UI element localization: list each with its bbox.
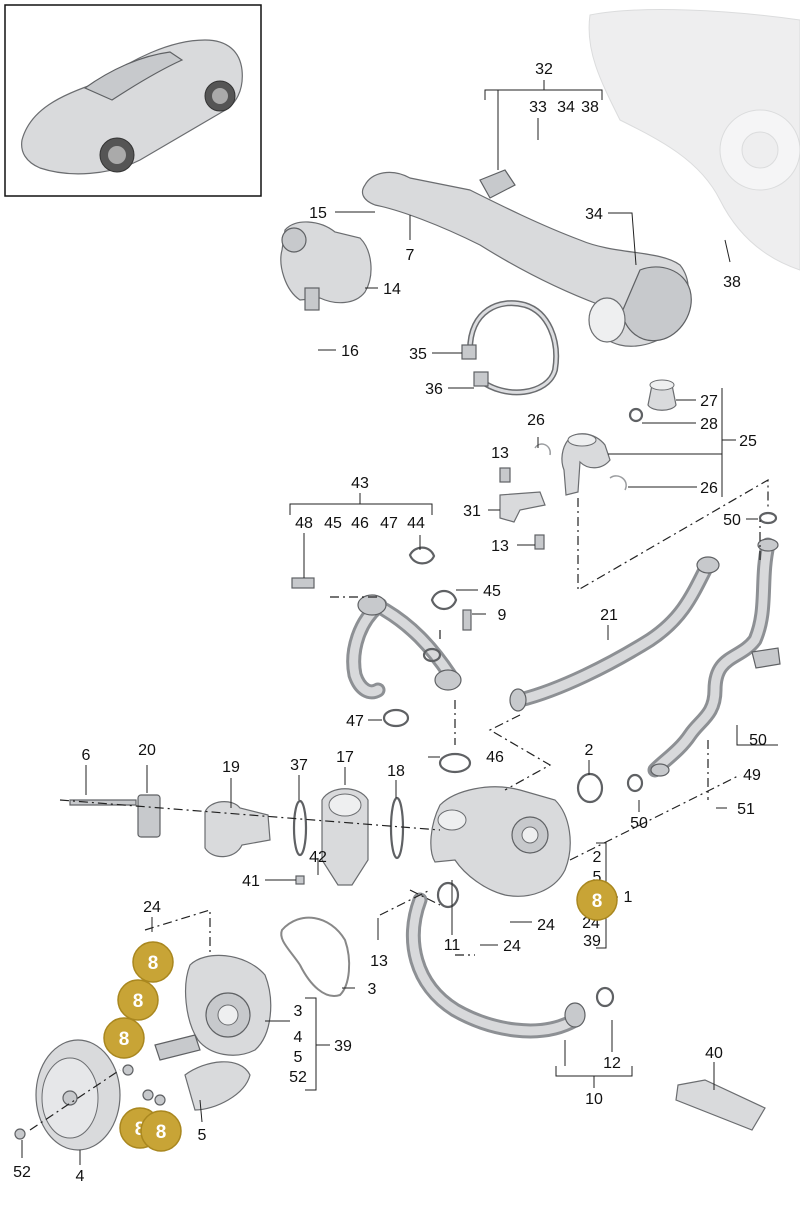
label-21: 21 xyxy=(600,607,618,624)
label-11: 11 xyxy=(444,937,461,954)
water-pump-pulley[interactable] xyxy=(14,1039,121,1151)
label-4: 4 xyxy=(76,1168,85,1185)
thermostat-assembly[interactable] xyxy=(69,788,405,886)
label-46: 46 xyxy=(486,749,504,766)
coolant-distribution-pipe[interactable] xyxy=(361,169,692,347)
coolant-hose-21[interactable] xyxy=(509,556,720,712)
label-45: 45 xyxy=(483,583,501,600)
label-48: 48 xyxy=(295,515,313,532)
label-24-left: 24 xyxy=(143,899,161,916)
label-26-bottom: 26 xyxy=(700,480,718,497)
badge-1-text: 8 xyxy=(592,891,603,912)
label-49: 49 xyxy=(743,767,761,784)
label-5: 5 xyxy=(198,1127,207,1144)
label-13-bottom: 13 xyxy=(370,953,388,970)
badge-3[interactable]: 8 xyxy=(117,979,159,1021)
label-32: 32 xyxy=(535,61,553,78)
label-38: 38 xyxy=(581,99,599,116)
label-41: 41 xyxy=(242,873,260,890)
label-7: 7 xyxy=(406,247,415,264)
water-pump[interactable] xyxy=(122,916,351,1111)
label-36: 36 xyxy=(425,381,443,398)
coolant-hose-10[interactable] xyxy=(406,881,615,1039)
label-2-group: 2 xyxy=(593,849,602,866)
pipe-bracket[interactable] xyxy=(461,300,560,396)
label-9: 9 xyxy=(498,607,507,624)
small-bracket[interactable] xyxy=(499,467,546,550)
leader-lines xyxy=(21,80,778,1165)
badge-6[interactable]: 8 xyxy=(140,1110,182,1152)
label-27: 27 xyxy=(700,393,718,410)
label-25: 25 xyxy=(739,433,757,450)
badge-3-text: 8 xyxy=(133,991,144,1012)
label-26-top: 26 xyxy=(527,412,545,429)
label-47-group: 47 xyxy=(380,515,398,532)
badge-2-text: 8 xyxy=(148,953,159,974)
label-24-bottom: 24 xyxy=(503,938,521,955)
label-38-right: 38 xyxy=(723,274,741,291)
label-42: 42 xyxy=(309,849,327,866)
badge-1[interactable]: 8 xyxy=(576,879,618,921)
label-15: 15 xyxy=(309,205,327,222)
label-19: 19 xyxy=(222,759,240,776)
label-50-bottom: 50 xyxy=(630,815,648,832)
label-13-top: 13 xyxy=(491,445,509,462)
label-52-group: 52 xyxy=(289,1069,307,1086)
label-6: 6 xyxy=(82,747,91,764)
label-4-group: 4 xyxy=(294,1029,303,1046)
water-pump-housing[interactable] xyxy=(430,752,604,897)
badge-4[interactable]: 8 xyxy=(103,1017,145,1059)
label-12: 12 xyxy=(603,1055,621,1072)
badge-5-text: 8 xyxy=(135,1119,146,1140)
special-tool[interactable] xyxy=(675,1079,766,1131)
label-3-gasket: 3 xyxy=(368,981,377,998)
label-39-group: 39 xyxy=(583,933,601,950)
label-18: 18 xyxy=(387,763,405,780)
label-34-right: 34 xyxy=(585,206,603,223)
label-28: 28 xyxy=(700,416,718,433)
label-46-group: 46 xyxy=(351,515,369,532)
label-35: 35 xyxy=(409,346,427,363)
label-50-right: 50 xyxy=(749,732,767,749)
label-3-group: 3 xyxy=(294,1003,303,1020)
label-40: 40 xyxy=(705,1045,723,1062)
label-5-group: 5 xyxy=(593,869,602,886)
label-17: 17 xyxy=(336,749,354,766)
label-10: 10 xyxy=(585,1091,603,1108)
label-2-top: 2 xyxy=(585,742,594,759)
label-16: 16 xyxy=(341,343,359,360)
label-34: 34 xyxy=(557,99,575,116)
label-31: 31 xyxy=(463,503,481,520)
label-45-group: 45 xyxy=(324,515,342,532)
label-5-group-left: 5 xyxy=(294,1049,303,1066)
connector-assembly[interactable] xyxy=(534,379,677,496)
control-valve[interactable] xyxy=(280,221,372,311)
label-20: 20 xyxy=(138,742,156,759)
label-44: 44 xyxy=(407,515,425,532)
coolant-hose-49[interactable] xyxy=(626,511,781,793)
label-47: 47 xyxy=(346,713,364,730)
badge-4-text: 8 xyxy=(119,1029,130,1050)
label-33: 33 xyxy=(529,99,547,116)
engine-block-background xyxy=(588,9,800,271)
vehicle-thumbnail[interactable] xyxy=(4,4,262,197)
label-1: 1 xyxy=(624,889,633,906)
label-43: 43 xyxy=(351,475,369,492)
badge-2[interactable]: 8 xyxy=(132,941,174,983)
label-13-middle: 13 xyxy=(491,538,509,555)
coolant-pipe-with-clamps[interactable] xyxy=(291,546,472,728)
label-39: 39 xyxy=(334,1038,352,1055)
assembly-lines xyxy=(29,478,769,1131)
label-52: 52 xyxy=(13,1164,31,1181)
label-14: 14 xyxy=(383,281,401,298)
badge-6-text: 8 xyxy=(156,1122,167,1143)
label-24-right: 24 xyxy=(537,917,555,934)
label-37: 37 xyxy=(290,757,308,774)
part-labels: 32 33 34 38 15 7 14 16 34 38 35 36 27 28… xyxy=(13,61,767,1185)
label-51: 51 xyxy=(737,801,755,818)
label-50-top: 50 xyxy=(723,512,741,529)
